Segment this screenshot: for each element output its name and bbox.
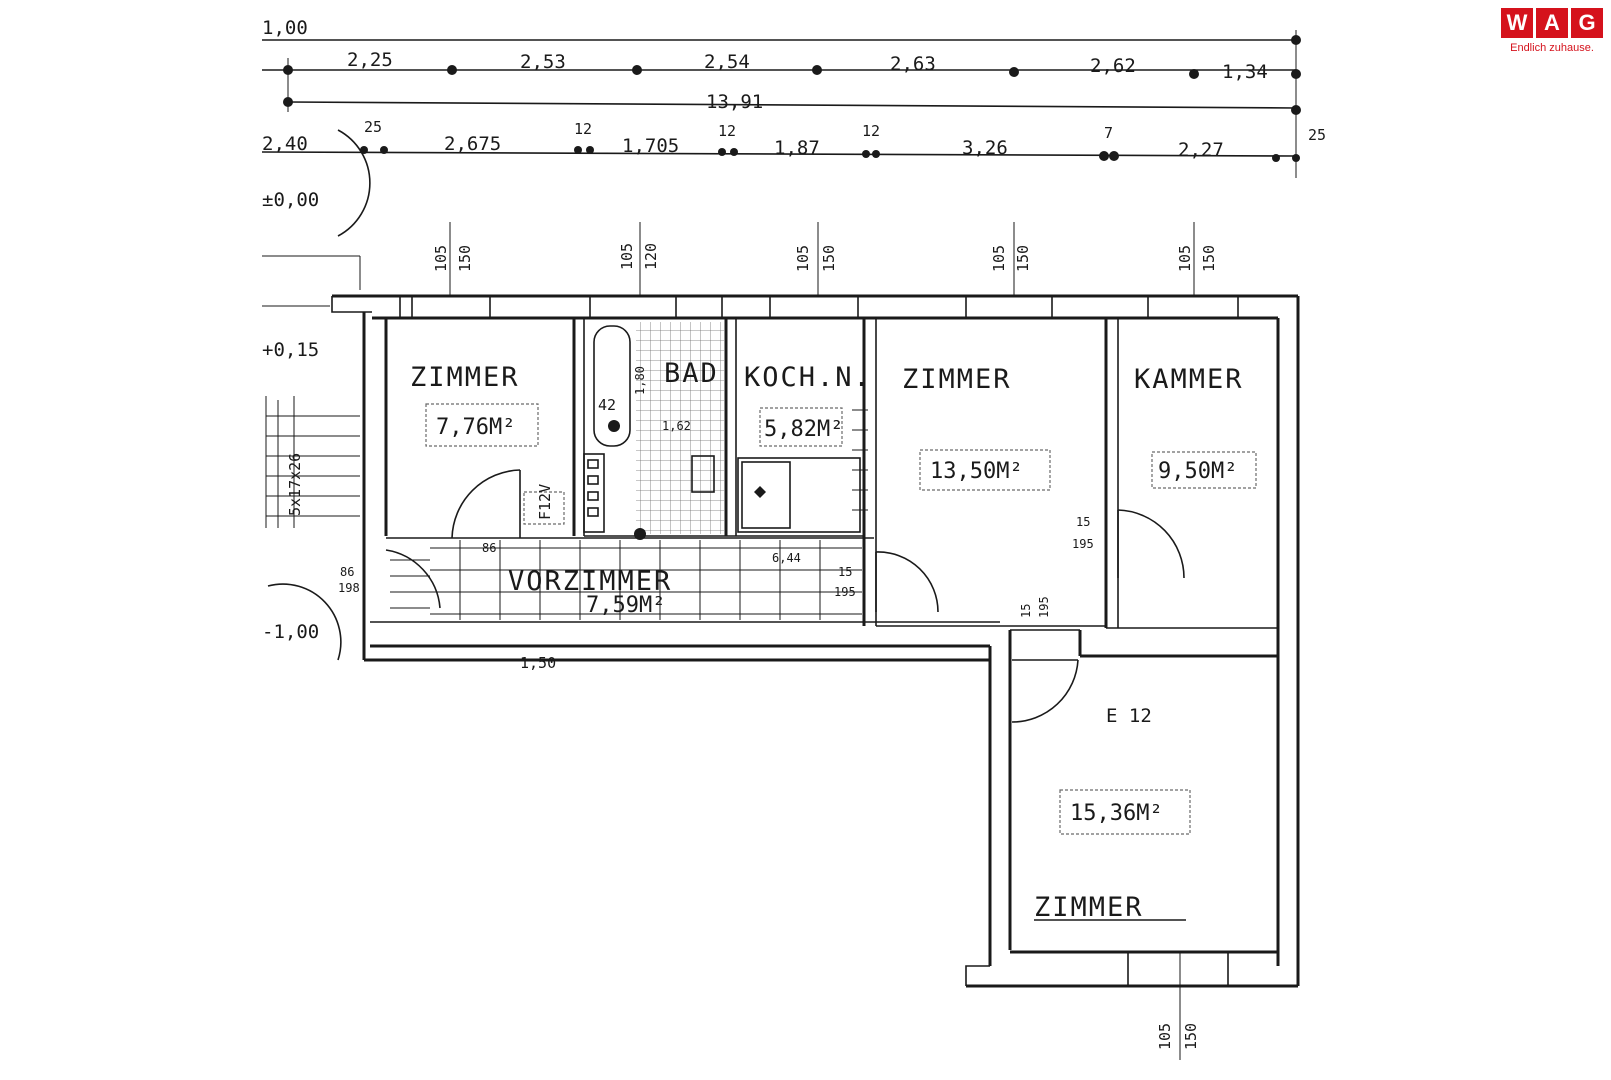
room-bad-name: BAD: [664, 358, 719, 389]
chimney-label: F12V: [536, 484, 554, 520]
room-zimmer-1-name: ZIMMER: [410, 362, 520, 393]
dim-mid-12: 25: [1308, 126, 1326, 144]
win-5-height: 150: [1200, 245, 1218, 272]
door-c-upper: 15: [838, 565, 852, 579]
win-1-height: 150: [456, 245, 474, 272]
door-d-lower: 195: [1072, 537, 1094, 551]
logo-slogan: Endlich zuhause.: [1510, 42, 1594, 54]
door-a-upper: 86: [482, 541, 496, 555]
dim-mid-4: 12: [574, 120, 592, 138]
wag-logo[interactable]: W A G Endlich zuhause.: [1498, 8, 1606, 66]
dim-top-4: 2,63: [890, 53, 936, 75]
dim-mid-5: 1,705: [622, 135, 679, 157]
dim-mid-11: 2,27: [1178, 139, 1224, 161]
walls: [331, 294, 1300, 988]
level-plus: +0,15: [262, 339, 319, 361]
room-kochnische-name: KOCH.N.: [744, 362, 872, 393]
dim-mid-3: 2,675: [444, 133, 501, 155]
dim-mid-10: 7: [1104, 124, 1113, 142]
level-zero: ±0,00: [262, 189, 319, 211]
dim-top-3: 2,54: [704, 51, 750, 73]
door-b-upper: 86: [340, 565, 354, 579]
room-kammer-name: KAMMER: [1134, 364, 1244, 395]
room-zimmer-2-name: ZIMMER: [902, 364, 1012, 395]
room-zimmer-1-area: 7,76M²: [436, 415, 515, 440]
hall-dim: 6,44: [772, 551, 801, 565]
win-3-sill: 105: [794, 245, 812, 272]
vorzimmer-floor: [390, 540, 862, 620]
logo-letter-a: A: [1536, 8, 1568, 38]
room-kochnische-area: 5,82M²: [764, 417, 843, 442]
left-edge: ±0,00 +0,15 5x17x26 -1,00: [262, 129, 371, 661]
win-2-sill: 105: [618, 243, 636, 270]
door-e-upper: 15: [1019, 604, 1033, 618]
dim-total: 13,91: [706, 91, 763, 113]
dim-mid-6: 12: [718, 122, 736, 140]
room-vorzimmer-area: 7,59M²: [586, 593, 665, 618]
door-c-lower: 195: [834, 585, 856, 599]
logo-letter-g: G: [1571, 8, 1603, 38]
level-top: 1,00: [262, 17, 308, 39]
window-marks: 105 150 105 120 105 150 105 150 105 150 …: [432, 222, 1218, 1060]
bath-height-2: 1,62: [662, 419, 691, 433]
unit-label: E 12: [1106, 705, 1152, 727]
room-zimmer-2-area: 13,50M²: [930, 459, 1023, 484]
dim-mid-9: 3,26: [962, 137, 1008, 159]
win-6-sill: 105: [1156, 1023, 1174, 1050]
corridor-dim: 1,50: [520, 654, 556, 672]
sink: [691, 455, 715, 493]
stair-spec: 5x17x26: [286, 453, 304, 516]
misc-labels: F12V 86 86 198 6,44 15 195 15 195 15 195…: [338, 484, 1094, 672]
level-minus: -1,00: [262, 621, 319, 643]
dim-top-1: 2,25: [347, 49, 393, 71]
dimension-chains: 1,00 2,25 2,53 2,54 2,63 2,62 1,34 13,91…: [261, 17, 1326, 178]
dim-mid-2: 25: [364, 118, 382, 136]
win-4-height: 150: [1014, 245, 1032, 272]
dim-mid-1: 2,40: [262, 133, 308, 155]
dim-mid-8: 12: [862, 122, 880, 140]
room-zimmer-3-name: ZIMMER: [1034, 892, 1144, 923]
win-3-height: 150: [820, 245, 838, 272]
win-4-sill: 105: [990, 245, 1008, 272]
win-1-sill: 105: [432, 245, 450, 272]
door-e-lower: 195: [1037, 596, 1051, 618]
door-b-lower: 198: [338, 581, 360, 595]
area-boxes: [425, 403, 1257, 835]
win-6-height: 150: [1182, 1023, 1200, 1050]
door-d-upper: 15: [1076, 515, 1090, 529]
bathroom: 42 1,80 1,62: [583, 322, 724, 540]
room-vorzimmer-name: VORZIMMER: [508, 566, 672, 597]
bathtub: [593, 325, 631, 447]
room-kammer-area: 9,50M²: [1158, 459, 1237, 484]
win-5-sill: 105: [1176, 245, 1194, 272]
dim-top-2: 2,53: [520, 51, 566, 73]
kitchenette-fixtures: [737, 409, 868, 533]
room-labels: ZIMMER 7,76M² BAD KOCH.N. 5,82M² ZIMMER …: [410, 358, 1244, 923]
win-2-height: 120: [642, 243, 660, 270]
dim-top-5: 2,62: [1090, 55, 1136, 77]
dim-mid-7: 1,87: [774, 137, 820, 159]
dim-top-6: 1,34: [1222, 61, 1268, 83]
doors: [385, 469, 1185, 723]
logo-letter-w: W: [1501, 8, 1533, 38]
bath-dim: 42: [598, 396, 616, 414]
bath-height-1: 1,80: [633, 366, 647, 395]
room-zimmer-3-area: 15,36M²: [1070, 801, 1163, 826]
